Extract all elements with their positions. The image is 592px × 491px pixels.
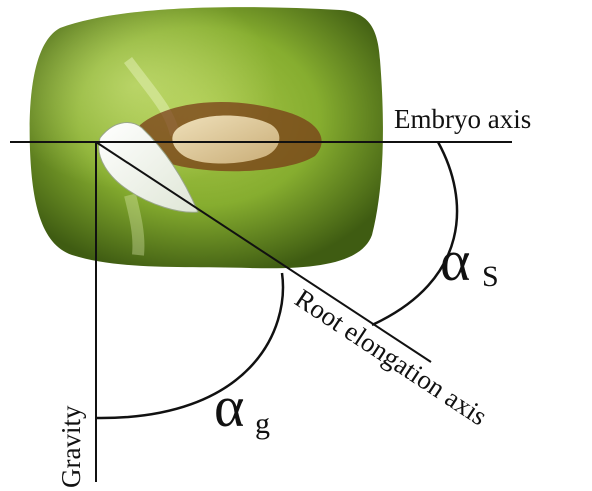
gravity-label: Gravity: [56, 405, 86, 488]
alpha-s-label: α S: [440, 228, 499, 293]
alpha-g-arc: [96, 273, 283, 418]
root-elongation-axis-label: Root elongation axis: [290, 283, 493, 431]
alpha-g-subscript: g: [255, 407, 270, 440]
embryo-axis-label: Embryo axis: [394, 104, 531, 134]
alpha-g-label: α g: [214, 374, 270, 440]
alpha-s-subscript: S: [482, 260, 499, 293]
alpha-g-symbol: α: [214, 374, 244, 439]
embryo: [172, 115, 279, 163]
seed-image: [30, 7, 383, 268]
alpha-s-symbol: α: [440, 228, 470, 293]
